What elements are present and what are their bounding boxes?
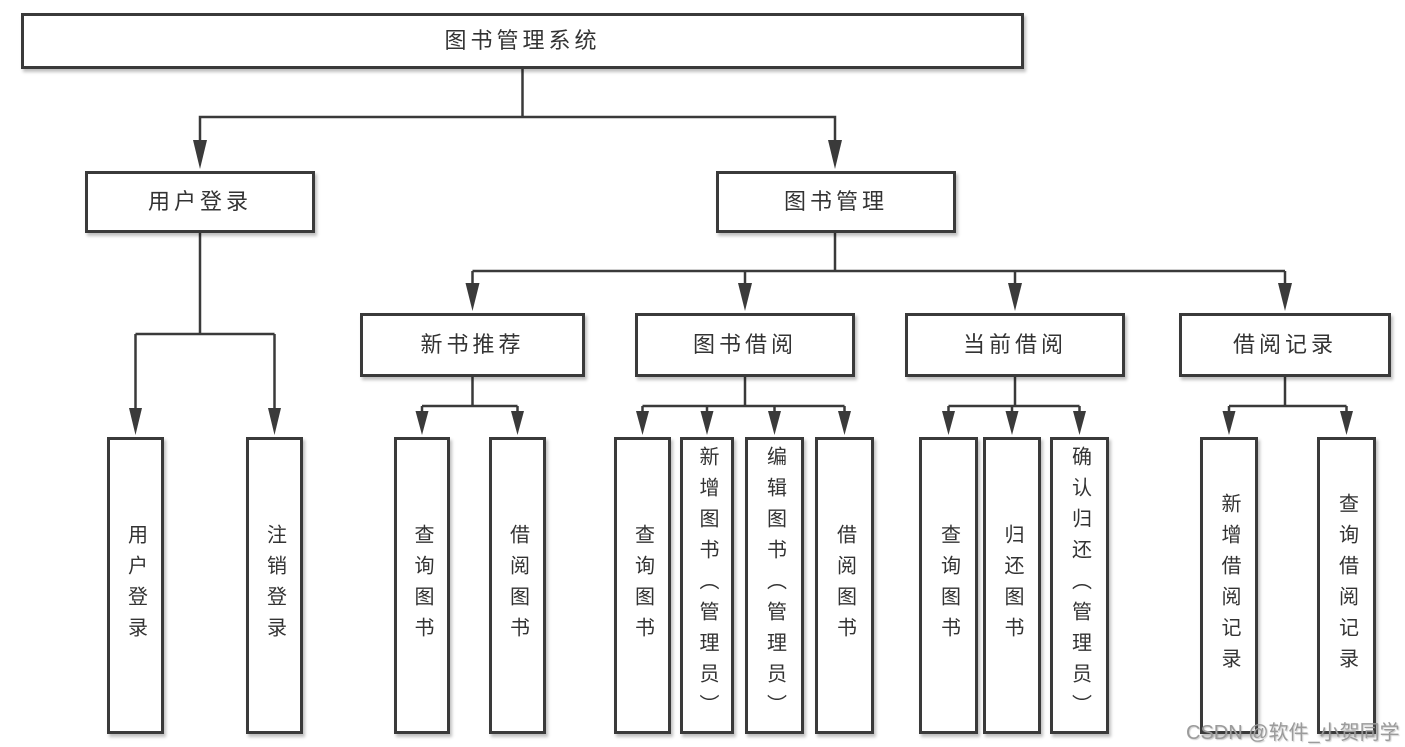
node-label: 查询图书 (411, 523, 433, 648)
node-label: 查询图书 (937, 523, 960, 648)
node-label: 图书借阅 (692, 332, 797, 357)
node-label: 归还图书 (1001, 523, 1023, 648)
node-label: 新增借阅记录 (1218, 492, 1240, 679)
node-label: 编辑图书（管理员） (763, 446, 786, 725)
node-leaf-query-books-current: 查询图书 (919, 437, 978, 734)
node-label: 注销登录 (263, 523, 286, 648)
node-label: 借阅记录 (1232, 332, 1337, 357)
node-leaf-return-book: 归还图书 (983, 437, 1041, 734)
node-label: 新书推荐 (420, 332, 525, 357)
node-label: 用户登录 (147, 189, 252, 214)
watermark: CSDN @软件_小贺同学 (1186, 722, 1400, 744)
node-current-borrow: 当前借阅 (905, 313, 1125, 377)
node-leaf-query-borrow-record: 查询借阅记录 (1317, 437, 1376, 734)
arrowhead-icons (129, 140, 1353, 435)
node-leaf-edit-book-admin: 编辑图书（管理员） (745, 437, 804, 734)
node-leaf-borrow-books: 借阅图书 (815, 437, 874, 734)
node-leaf-confirm-return-admin: 确认归还（管理员） (1050, 437, 1109, 734)
node-label: 查询借阅记录 (1335, 492, 1358, 679)
node-label: 借阅图书 (506, 523, 529, 648)
node-book-management-system: 图书管理系统 (21, 13, 1024, 69)
node-label: 当前借阅 (962, 332, 1067, 357)
node-label: 查询图书 (631, 523, 654, 648)
node-new-book-recommend: 新书推荐 (360, 313, 585, 377)
node-label: 图书管理系统 (444, 28, 601, 53)
node-book-management: 图书管理 (716, 171, 956, 233)
node-leaf-logout: 注销登录 (246, 437, 303, 734)
node-label: 借阅图书 (833, 523, 856, 648)
node-label: 用户登录 (124, 523, 147, 648)
node-leaf-add-borrow-record: 新增借阅记录 (1200, 437, 1258, 734)
node-leaf-borrow-books-recommend: 借阅图书 (489, 437, 546, 734)
node-label: 新增图书（管理员） (696, 446, 718, 725)
node-user-login-group: 用户登录 (85, 171, 315, 233)
node-label: 图书管理 (783, 189, 888, 214)
node-borrow-records: 借阅记录 (1179, 313, 1391, 377)
connector-paths (134, 68, 1348, 413)
node-leaf-query-books-borrow: 查询图书 (614, 437, 671, 734)
node-leaf-query-books-recommend: 查询图书 (394, 437, 450, 734)
node-leaf-add-book-admin: 新增图书（管理员） (680, 437, 734, 734)
node-label: 确认归还（管理员） (1068, 446, 1091, 725)
node-leaf-user-login: 用户登录 (107, 437, 164, 734)
node-book-borrow: 图书借阅 (635, 313, 855, 377)
